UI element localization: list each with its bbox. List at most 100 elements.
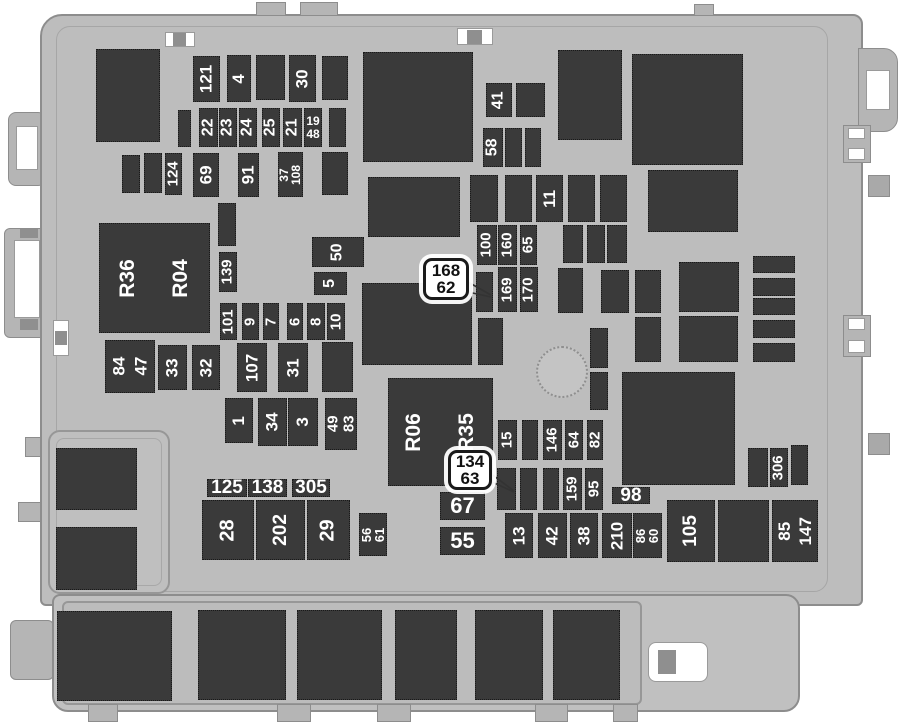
fuse-label: 7 (262, 317, 280, 326)
fuse-label: 146 (543, 427, 561, 453)
fuse-label: 34 (262, 412, 282, 432)
fuse-slot-blank (178, 110, 191, 147)
side-tab (868, 433, 890, 455)
fuse-1: 1 (225, 398, 253, 443)
fuse-slot-blank (635, 270, 661, 313)
fuse-label: 107 (242, 353, 262, 382)
fuse-6: 6 (286, 303, 303, 340)
fuse-label: 19 48 (306, 113, 320, 141)
fuse-42: 42 (538, 513, 567, 558)
side-tab (868, 175, 890, 197)
callout-134-63: 134 63 (448, 450, 492, 490)
stud-hole (536, 346, 588, 398)
edge-connector-pin (173, 33, 186, 46)
fuse-67: 67 (440, 492, 485, 520)
fuse-label: 210 (607, 521, 627, 550)
fuse-label: 86 60 (633, 528, 662, 543)
fuse-slot-blank (600, 175, 627, 222)
fuse-22: 22 (199, 108, 218, 147)
fuse-146: 146 (543, 420, 562, 460)
fuse-50: 50 (312, 237, 364, 267)
relay-block (368, 177, 460, 237)
side-tab (10, 620, 54, 680)
fuse-105: 105 (667, 500, 715, 562)
fuse-slot-blank (679, 262, 739, 312)
fuse-65: 65 (520, 225, 537, 265)
fuse-slot-blank (516, 83, 545, 117)
fuse-label: 91 (238, 165, 258, 185)
fuse-label: 202 (269, 514, 291, 546)
fuse-label: 50 (328, 243, 346, 261)
fuse-82: 82 (586, 420, 603, 460)
spare-terminal-bar (753, 278, 795, 296)
mount-foot (88, 704, 118, 722)
fuse-slot-blank (322, 152, 348, 195)
bottom-connector-block (553, 610, 620, 700)
fuse-label: 101 (219, 308, 237, 335)
fuse-23: 23 (219, 108, 237, 147)
fuse-slot-blank (497, 468, 516, 510)
fuse-slot-blank (607, 225, 627, 263)
clip-notch (848, 340, 865, 353)
fuse-slot-blank (748, 448, 768, 487)
fuse-label: 11 (539, 189, 559, 208)
fuse-label: 15 (498, 431, 516, 449)
fuse-86-60: 86 60 (633, 513, 662, 558)
relay-R06-R35: R06 R35 (388, 378, 493, 486)
fuse-label: 4 (229, 73, 249, 84)
fuse-label: 306 (770, 454, 788, 481)
fuse-32: 32 (192, 345, 220, 390)
fuse-139: 139 (219, 252, 237, 292)
fuse-label: 170 (520, 276, 538, 303)
junction-box-slot (56, 527, 137, 590)
fuse-label: 23 (218, 118, 236, 137)
fuse-label: 124 (164, 161, 182, 187)
fuse-label: 41 (489, 91, 507, 109)
fuse-24: 24 (239, 108, 257, 147)
fuse-slot-blank (525, 128, 541, 167)
relay-block (96, 49, 160, 142)
clip-latch (20, 319, 38, 330)
fuse-label: 139 (219, 259, 237, 285)
fuse-124: 124 (165, 153, 182, 195)
fuse-31: 31 (278, 343, 308, 392)
fuse-91: 91 (238, 153, 259, 197)
bottom-connector-block (395, 610, 457, 700)
fuse-138: 138 (248, 477, 287, 499)
fuse-25: 25 (262, 108, 280, 147)
fuse-9: 9 (242, 303, 259, 340)
fuse-101: 101 (220, 303, 237, 340)
fuse-33: 33 (158, 345, 187, 390)
fuse-121: 121 (193, 56, 220, 102)
relay-block (363, 52, 473, 162)
fuse-85-147: 85 147 (772, 500, 818, 562)
fuse-label: 37 108 (277, 164, 304, 185)
fuse-306: 306 (770, 448, 788, 487)
fuse-29: 29 (307, 500, 350, 560)
fuse-label: 138 (251, 477, 284, 499)
fuse-56-61: 56 61 (359, 513, 387, 556)
fuse-slot-blank (679, 316, 738, 362)
spare-terminal-bar (753, 256, 795, 273)
fuse-label: 69 (196, 165, 216, 185)
fuse-slot-blank (505, 175, 532, 222)
clip-hole (16, 126, 38, 170)
fuse-label: 121 (196, 64, 216, 94)
fuse-label: 29 (317, 518, 339, 542)
mount-foot (535, 704, 568, 722)
mount-foot (277, 704, 311, 722)
edge-connector-pin (55, 331, 67, 345)
fuse-slot-blank (522, 420, 538, 460)
fuse-label: 169 (498, 276, 516, 303)
callout-168-62: 168 62 (423, 258, 469, 300)
fuse-label: 305 (295, 477, 327, 499)
mount-foot (377, 704, 411, 722)
hook-hole (866, 70, 890, 110)
fuse-label: 65 (519, 236, 537, 254)
fuse-7: 7 (262, 303, 280, 340)
fuse-label: 28 (216, 518, 239, 542)
fuse-84-47: 84 47 (105, 340, 155, 393)
fuse-21: 21 (283, 108, 302, 147)
fuse-label: 98 (620, 484, 642, 506)
fuse-slot-blank (256, 55, 285, 100)
